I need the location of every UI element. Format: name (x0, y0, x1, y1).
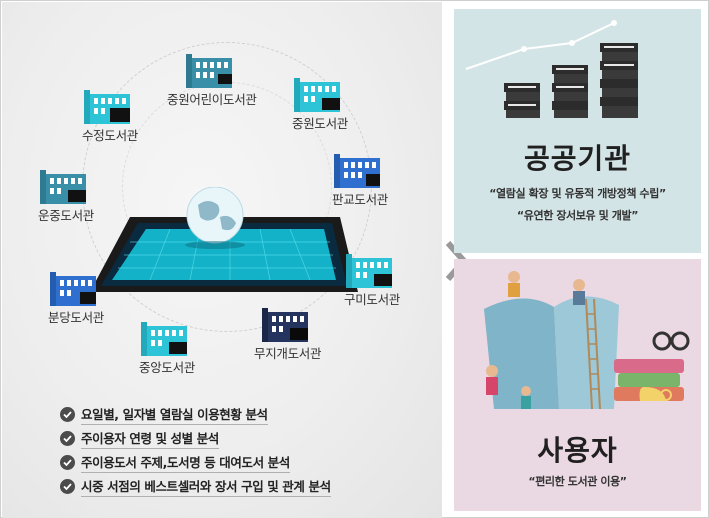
book-stack-chart-icon (465, 20, 638, 118)
analysis-text: 요일별, 일자별 열람실 이용현황 분석 (81, 404, 268, 425)
building-icon (261, 308, 308, 342)
library-jungwon: 중원도서관 (292, 78, 348, 132)
library-label: 분당도서관 (48, 310, 105, 325)
library-pangyo: 판교도서관 (332, 154, 388, 208)
library-sujeong: 수정도서관 (82, 90, 138, 144)
library-unjung: 운중도서관 (38, 170, 94, 224)
building-icon (346, 254, 392, 288)
user-panel-line1: “편리한 도서관 이용” (528, 475, 627, 488)
library-jungwon-children: 중원어린이도서관 (167, 54, 257, 108)
building-icon (40, 170, 86, 204)
library-mujigae: 무지개도서관 (254, 308, 322, 362)
public-panel-line1: “열람실 확장 및 유동적 개방정책 수립” (489, 187, 666, 200)
check-icon (60, 430, 75, 446)
public-panel-line2: “유연한 장서보유 및 개발” (516, 209, 639, 222)
user-panel: 사용자 “편리한 도서관 이용” (454, 259, 701, 511)
library-gumi: 구미도서관 (344, 254, 400, 308)
building-icon (141, 322, 187, 356)
library-label: 판교도서관 (332, 192, 389, 207)
check-icon (60, 478, 75, 494)
library-bundang: 분당도서관 (48, 272, 104, 326)
check-icon (60, 406, 75, 422)
building-icon (334, 154, 380, 188)
public-institution-panel: 공공기관 “열람실 확장 및 유동적 개방정책 수립” “유연한 장서보유 및 … (454, 9, 701, 253)
library-label: 중원도서관 (292, 116, 349, 131)
list-item: 시중 서점의 베스트셀러와 장서 구입 및 관계 분석 (60, 474, 331, 498)
user-panel-title: 사용자 (537, 434, 618, 467)
building-icon (50, 272, 96, 306)
library-network-panel: 중원어린이도서관 수정도서관 중원도서관 (2, 2, 442, 518)
open-book-people-icon (484, 271, 690, 410)
analysis-list: 요일별, 일자별 열람실 이용현황 분석 주이용자 연령 및 성별 분석 주이용… (60, 402, 331, 498)
analysis-text: 주이용도서 주제,도서명 등 대여도서 분석 (81, 452, 290, 473)
library-label: 무지개도서관 (254, 346, 322, 361)
library-label: 수정도서관 (82, 128, 139, 143)
building-icon (294, 78, 340, 112)
analysis-text: 시중 서점의 베스트셀러와 장서 구입 및 관계 분석 (81, 476, 331, 497)
list-item: 주이용도서 주제,도서명 등 대여도서 분석 (60, 450, 331, 474)
list-item: 주이용자 연령 및 성별 분석 (60, 426, 331, 450)
library-label: 운중도서관 (38, 208, 95, 223)
building-icon (84, 90, 130, 124)
analysis-text: 주이용자 연령 및 성별 분석 (81, 428, 219, 449)
tablet-globe-illustration (90, 186, 358, 307)
public-panel-title: 공공기관 (523, 142, 632, 175)
library-label: 중앙도서관 (139, 360, 196, 375)
building-icon (185, 54, 232, 88)
list-item: 요일별, 일자별 열람실 이용현황 분석 (60, 402, 331, 426)
library-jungang: 중앙도서관 (139, 322, 195, 376)
library-label: 구미도서관 (344, 292, 401, 307)
check-icon (60, 454, 75, 470)
library-label: 중원어린이도서관 (167, 92, 257, 107)
